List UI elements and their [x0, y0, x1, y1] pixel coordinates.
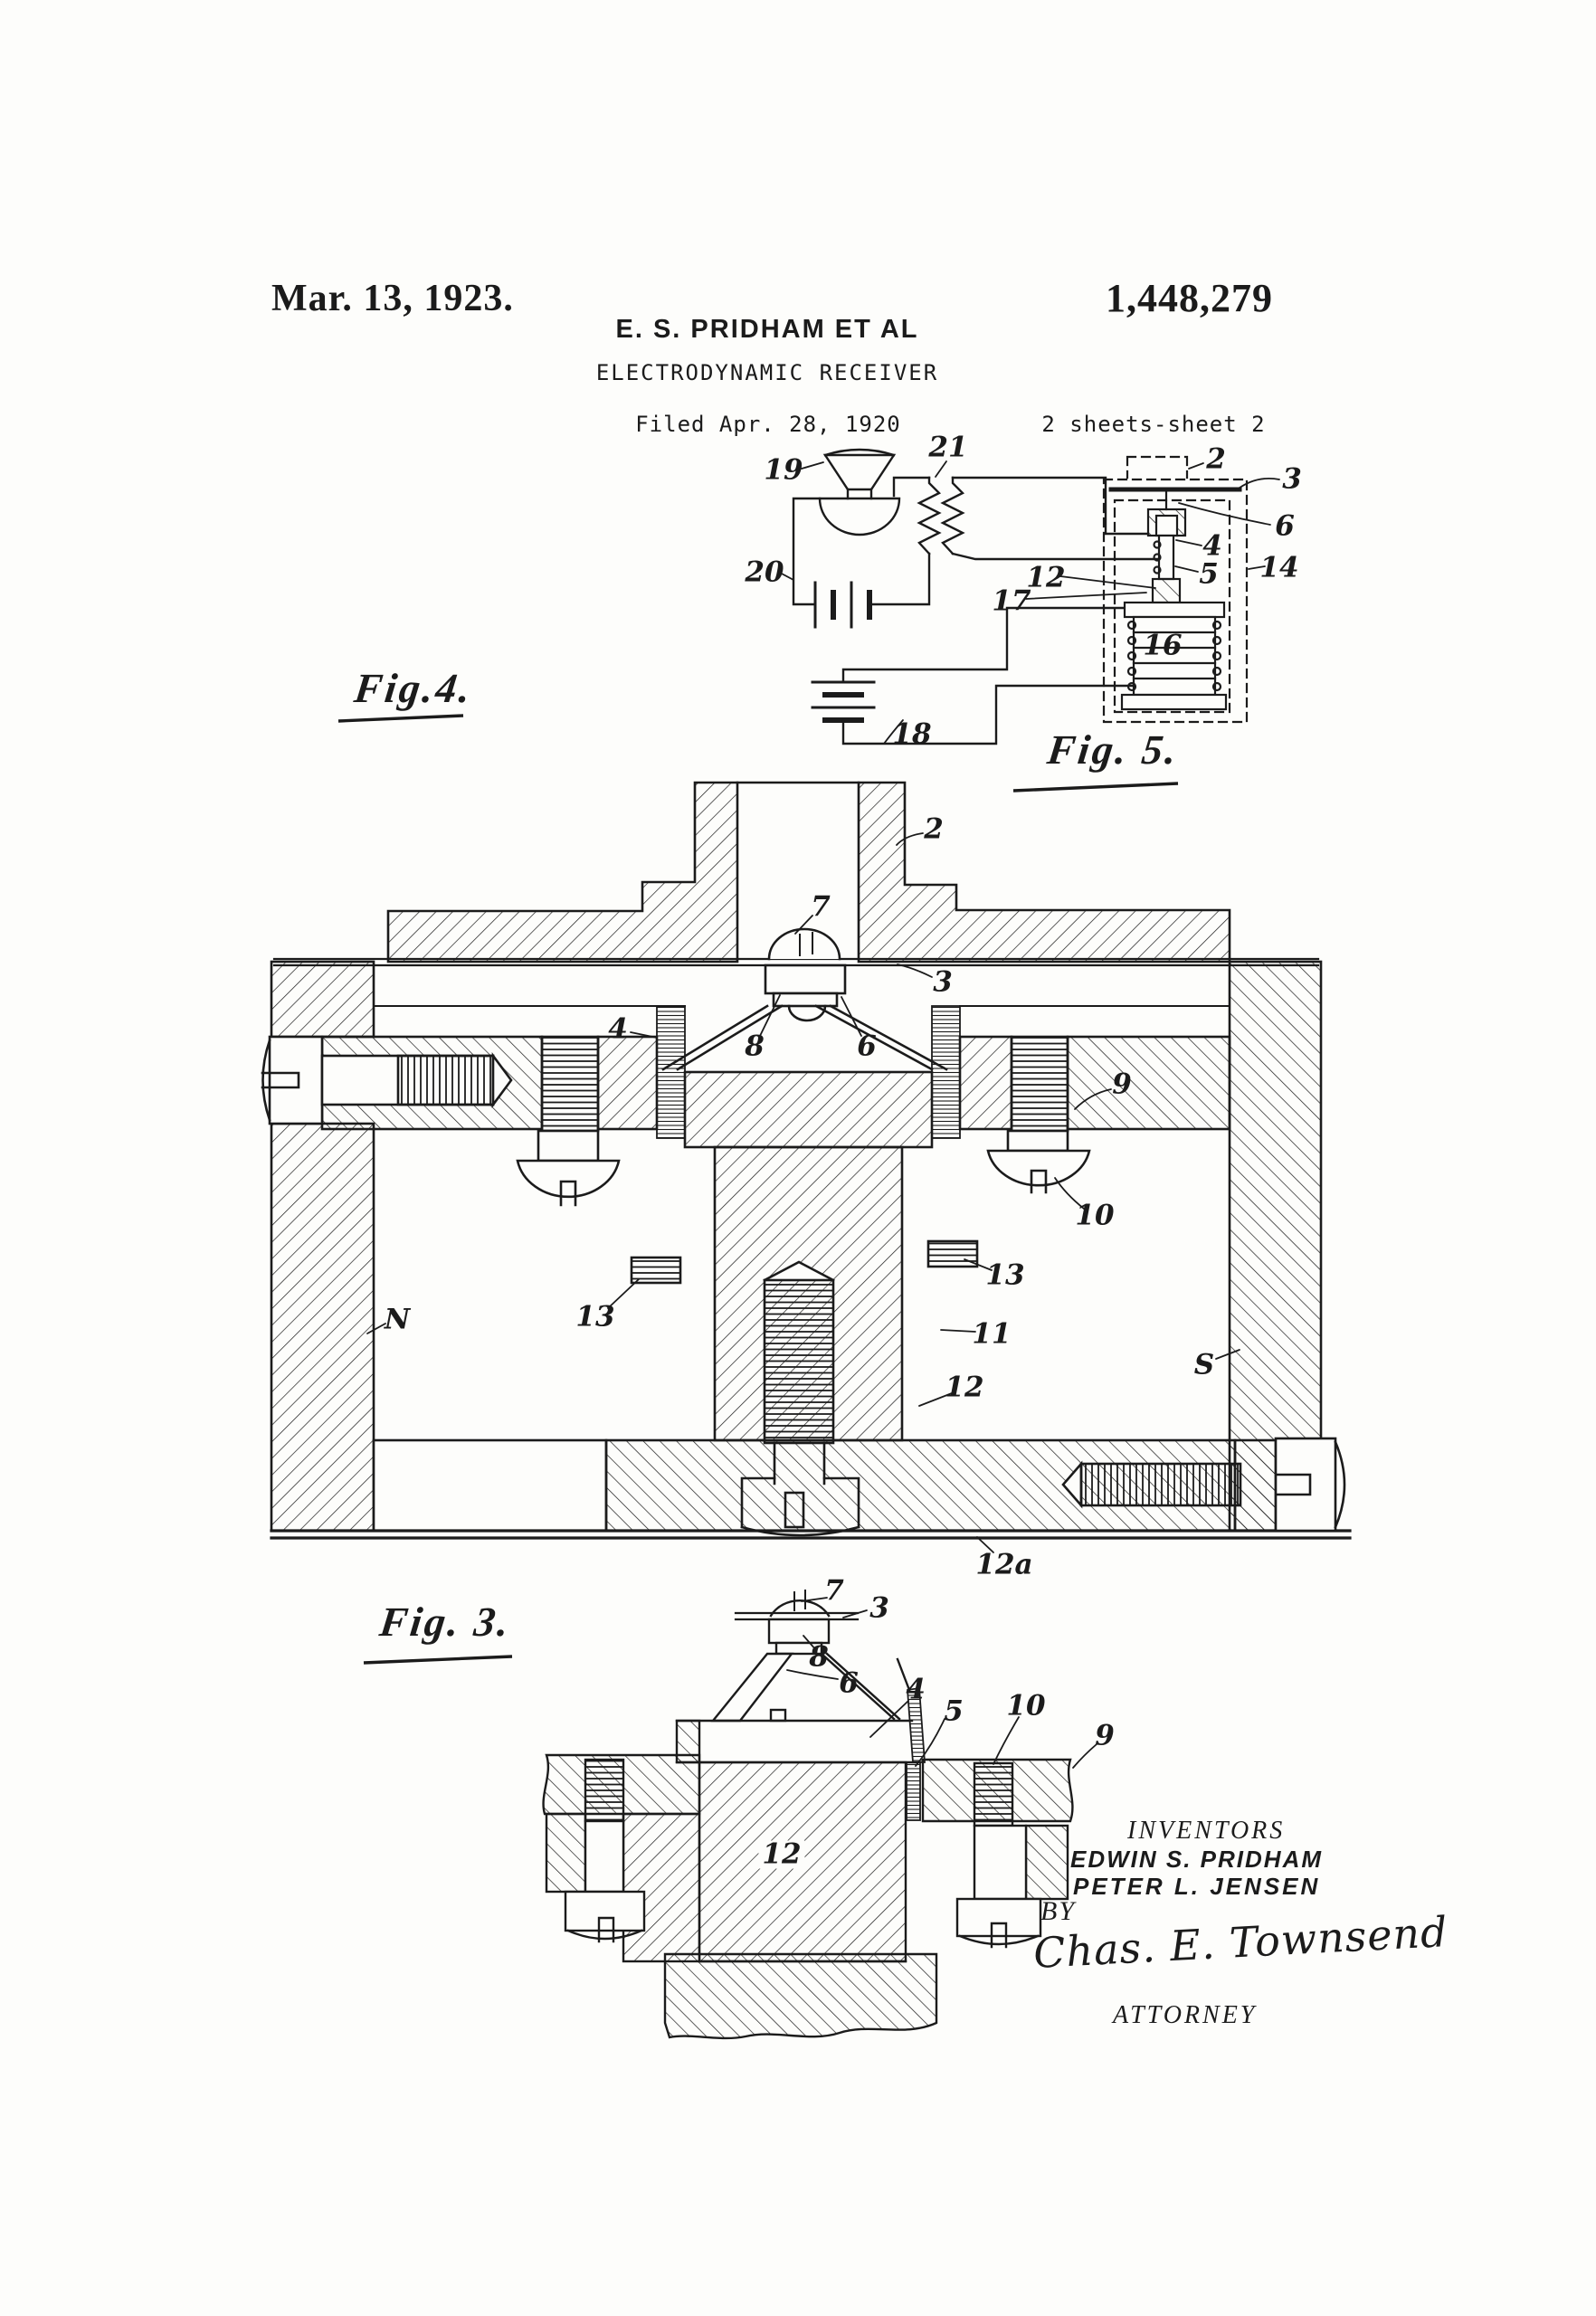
- ref-label-fig5-17: 17: [992, 584, 1031, 618]
- dashed-enclosure-14: [1102, 455, 1249, 724]
- ref-label-fig2-7: 7: [811, 890, 831, 924]
- ref-label-fig5-6: 6: [1275, 509, 1295, 543]
- ref-label-fig2-N: N: [384, 1303, 411, 1336]
- ref-label-fig2-4: 4: [608, 1012, 628, 1046]
- inventor-name-1: EDWIN S. PRIDHAM: [1070, 1846, 1323, 1873]
- inventor-name-2: PETER L. JENSEN: [1073, 1873, 1321, 1900]
- ref-label-fig3-12: 12: [758, 1840, 805, 1869]
- ref-label-fig2-9: 9: [1112, 1068, 1132, 1101]
- patent-number: 1,448,279: [1106, 276, 1273, 320]
- pole-bolt-left: [516, 1035, 621, 1207]
- ref-label-fig2-S: S: [1193, 1348, 1215, 1381]
- inventor-line: E. S. PRIDHAM ET AL: [615, 315, 919, 344]
- horn-transmitter: [818, 448, 901, 536]
- figure-label-underlines: [337, 714, 1179, 1665]
- ref-label-fig3-10: 10: [1006, 1689, 1046, 1723]
- ref-label-fig5-12: 12: [1026, 561, 1066, 594]
- clamp-bolt-right: [955, 1897, 1042, 1949]
- ref-label-fig5-3: 3: [1282, 462, 1302, 496]
- battery-20: [813, 581, 872, 629]
- ref-label-fig4-21: 21: [928, 431, 968, 464]
- ref-label-fig5-5: 5: [1199, 557, 1219, 591]
- callout-leader-lines: [366, 460, 1280, 1769]
- ref-label-fig5-14: 14: [1259, 551, 1299, 584]
- battery-18: [811, 680, 876, 723]
- ref-label-fig2-11: 11: [972, 1317, 1012, 1351]
- cone-spider: [661, 927, 948, 1071]
- attorney-label: ATTORNEY: [1113, 2001, 1258, 2029]
- ref-label-fig3-6: 6: [839, 1666, 859, 1700]
- fig5-receiver-drawing: [1102, 455, 1249, 724]
- insert-13-left: [630, 1256, 682, 1285]
- ref-label-fig2-12: 12: [945, 1371, 984, 1404]
- fig4-circuit-drawing: [792, 448, 1161, 745]
- fig5-label: Fig. 5.: [1044, 726, 1183, 773]
- inventors-heading: INVENTORS: [1127, 1817, 1286, 1845]
- pole-gap-left: [656, 1005, 686, 1139]
- fig4-label: Fig.4.: [351, 665, 476, 711]
- ref-label-fig2-3: 3: [933, 965, 953, 999]
- coil-strip-5: [906, 1761, 921, 1821]
- issue-date: Mar. 13, 1923.: [271, 278, 514, 319]
- side-screw-left: [261, 1035, 513, 1125]
- fig2-cross-section-drawing: [261, 781, 1352, 1540]
- bottom-screw-right: [1061, 1437, 1346, 1533]
- filed-date-line: Filed Apr. 28, 1920: [635, 412, 901, 437]
- fig3-detail-drawing: [542, 1590, 1074, 2040]
- ref-label-fig5-4: 4: [1202, 529, 1222, 563]
- pole-gap-right: [931, 1005, 961, 1139]
- ref-label-fig3-7: 7: [824, 1574, 844, 1608]
- ref-label-fig2-6: 6: [857, 1030, 877, 1063]
- ref-label-fig2-2: 2: [924, 812, 944, 846]
- sheet-number-line: 2 sheets-sheet 2: [1041, 412, 1266, 437]
- insert-13-right: [926, 1239, 979, 1268]
- ref-label-fig3-4: 4: [906, 1673, 926, 1706]
- fig3-label: Fig. 3.: [376, 1599, 515, 1645]
- energizing-coil-16: [1120, 601, 1228, 711]
- ref-label-fig2-13: 13: [985, 1258, 1025, 1292]
- ref-label-fig3-5: 5: [944, 1694, 964, 1728]
- transformer-21: [917, 476, 965, 555]
- ref-label-fig2-10: 10: [1075, 1199, 1115, 1232]
- ref-label-fig2-12a: 12a: [975, 1548, 1033, 1581]
- ref-label-fig5-16: 16: [1143, 629, 1183, 662]
- pole-bolt-right: [986, 1035, 1091, 1194]
- clamp-bolt-left: [564, 1890, 646, 1943]
- ref-label-fig4-19: 19: [764, 453, 803, 487]
- ref-label-fig4-20: 20: [745, 555, 784, 589]
- ref-label-fig5-2: 2: [1206, 442, 1226, 476]
- ref-label-fig4-18: 18: [892, 717, 932, 751]
- ref-label-fig2-8: 8: [745, 1030, 765, 1063]
- ref-label-fig2-13: 13: [575, 1300, 615, 1334]
- ref-label-fig3-9: 9: [1095, 1719, 1115, 1752]
- ref-label-fig3-8: 8: [809, 1640, 829, 1674]
- ref-label-fig3-3: 3: [869, 1591, 889, 1625]
- invention-title: ELECTRODYNAMIC RECEIVER: [595, 360, 939, 385]
- by-label: BY: [1040, 1896, 1077, 1926]
